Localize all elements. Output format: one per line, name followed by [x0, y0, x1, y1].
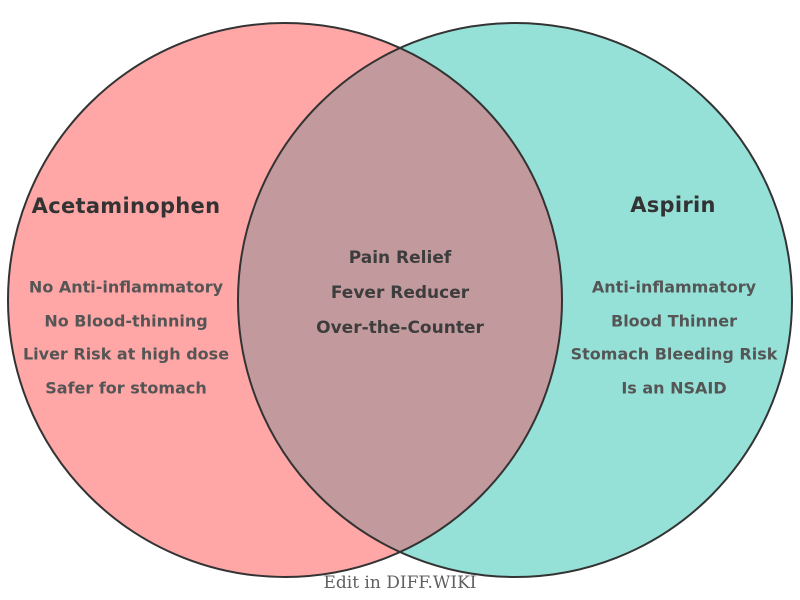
- right-item-1: Anti-inflammatory: [591, 277, 757, 297]
- right-item-3: Stomach Bleeding Risk: [570, 344, 778, 364]
- left-item-1: No Anti-inflammatory: [28, 277, 224, 297]
- left-item-4: Safer for stomach: [45, 378, 207, 398]
- overlap-item-3: Over-the-Counter: [316, 318, 484, 338]
- left-item-2: No Blood-thinning: [44, 311, 208, 331]
- overlap-item-2: Fever Reducer: [330, 283, 470, 303]
- left-circle-outline: [7, 22, 563, 578]
- right-circle-title: Aspirin: [630, 193, 716, 217]
- right-item-4: Is an NSAID: [621, 378, 727, 398]
- overlap-region-fill: [238, 23, 562, 577]
- left-circle-title: Acetaminophen: [31, 194, 221, 218]
- right-item-2: Blood Thinner: [611, 311, 737, 331]
- right-circle-outline: [237, 22, 793, 578]
- edit-in-diffwiki-link[interactable]: Edit in DIFF.WIKI: [323, 573, 477, 593]
- overlap-item-1: Pain Relief: [348, 248, 452, 268]
- left-item-3: Liver Risk at high dose: [22, 344, 230, 364]
